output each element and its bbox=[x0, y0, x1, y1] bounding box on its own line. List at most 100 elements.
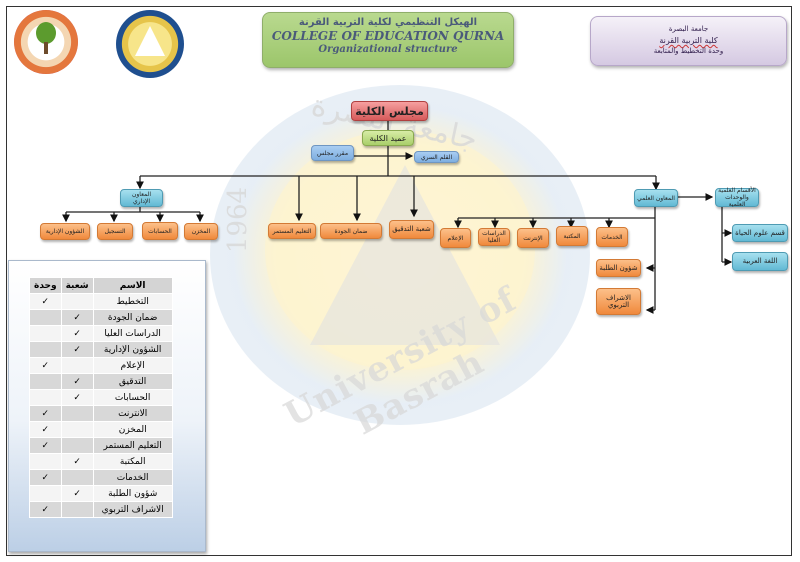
unit-check-cell: ✓ bbox=[29, 357, 62, 374]
unit-name-cell: التخطيط bbox=[92, 293, 173, 310]
watermark-triangle bbox=[310, 165, 500, 345]
node-sci-unit-4: المكتبة bbox=[556, 226, 588, 246]
division-check-cell bbox=[60, 357, 94, 374]
table-row: الدراسات العليا✓ bbox=[29, 325, 173, 342]
table-row: الحسابات✓ bbox=[29, 389, 173, 406]
table-row: التخطيط ✓ bbox=[29, 293, 173, 310]
table-header-row: الاسم شعبة وحدة bbox=[29, 277, 173, 294]
division-check-cell bbox=[60, 421, 94, 438]
node-direct-unit-1: التعليم المستمر bbox=[268, 223, 316, 239]
unit-name-cell: المكتبة bbox=[92, 453, 173, 470]
node-scientific-assistant: المعاون العلمي bbox=[634, 189, 678, 207]
unit-name: وحدة التخطيط والمتابعة bbox=[653, 47, 724, 55]
title-english: COLLEGE OF EDUCATION QURNA bbox=[271, 29, 505, 43]
college-logo bbox=[14, 10, 78, 74]
title-banner: الهيكل التنظيمي لكلية التربية القرنة COL… bbox=[262, 12, 514, 68]
division-check-cell: ✓ bbox=[60, 453, 94, 470]
division-check-cell bbox=[60, 293, 94, 310]
division-check-cell: ✓ bbox=[60, 373, 94, 390]
node-departments-head: الأقسام العلمية والوحدات العلمية bbox=[715, 187, 759, 208]
unit-check-cell: ✓ bbox=[29, 469, 62, 486]
title-subtitle: Organizational structure bbox=[318, 44, 458, 55]
division-check-cell bbox=[60, 469, 94, 486]
unit-check-cell: ✓ bbox=[29, 501, 62, 518]
table-row: ضمان الجودة✓ bbox=[29, 309, 173, 326]
table-row: التدقيق✓ bbox=[29, 373, 173, 390]
unit-check-cell bbox=[29, 485, 62, 502]
unit-name-cell: المخزن bbox=[92, 421, 173, 438]
unit-name-cell: الخدمات bbox=[92, 469, 173, 486]
unit-check-cell: ✓ bbox=[29, 293, 62, 310]
division-check-cell bbox=[60, 437, 94, 454]
table-row: التعليم المستمر ✓ bbox=[29, 437, 173, 454]
university-logo bbox=[116, 10, 184, 78]
college-name: كلية التربية القرنة bbox=[659, 36, 718, 45]
node-dept-biology: قسم علوم الحياة bbox=[732, 224, 788, 242]
division-check-cell: ✓ bbox=[60, 485, 94, 502]
unit-check-cell bbox=[29, 341, 62, 358]
unit-check-cell bbox=[29, 309, 62, 326]
units-table-panel: الاسم شعبة وحدة التخطيط✓ضمان الجودة✓الدر… bbox=[8, 260, 206, 552]
node-audit-division: شعبة التدقيق bbox=[389, 220, 434, 239]
tree-trunk-icon bbox=[44, 42, 48, 54]
unit-check-cell bbox=[29, 325, 62, 342]
node-direct-unit-2: ضمان الجودة bbox=[320, 223, 382, 239]
node-student-affairs: شؤون الطلبة bbox=[596, 259, 641, 277]
node-sci-unit-2: الدراسات العليا bbox=[478, 228, 510, 246]
unit-check-cell: ✓ bbox=[29, 405, 62, 422]
table-row: الانترنت ✓ bbox=[29, 405, 173, 422]
division-check-cell bbox=[60, 405, 94, 422]
unit-name-cell: شؤون الطلبة bbox=[92, 485, 173, 502]
units-table: الاسم شعبة وحدة التخطيط✓ضمان الجودة✓الدر… bbox=[29, 277, 173, 518]
unit-name-cell: التعليم المستمر bbox=[92, 437, 173, 454]
header-name: الاسم bbox=[92, 277, 173, 294]
division-check-cell: ✓ bbox=[60, 325, 94, 342]
university-name: جامعة البصرة bbox=[668, 25, 709, 33]
unit-name-cell: ضمان الجودة bbox=[92, 309, 173, 326]
node-college-council: مجلس الكلية bbox=[351, 101, 428, 121]
header-division: شعبة bbox=[60, 277, 94, 294]
title-arabic: الهيكل التنظيمي لكلية التربية القرنة bbox=[298, 17, 478, 28]
node-dept-arabic: اللغة العربية bbox=[732, 252, 788, 271]
table-row: الشؤون الإدارية✓ bbox=[29, 341, 173, 358]
node-educational-supervision: الاشراف التربوي bbox=[596, 288, 641, 315]
node-admin-unit-4: المخزن bbox=[184, 223, 218, 240]
university-info-box: جامعة البصرة كلية التربية القرنة وحدة ال… bbox=[590, 16, 787, 66]
tree-icon bbox=[36, 22, 56, 44]
unit-name-cell: الحسابات bbox=[92, 389, 173, 406]
unit-name-cell: الشؤون الإدارية bbox=[92, 341, 173, 358]
node-secretary: القلم السري bbox=[414, 151, 459, 163]
units-table-body: التخطيط✓ضمان الجودة✓الدراسات العليا✓الشؤ… bbox=[29, 293, 173, 518]
node-sci-unit-3: الإنترنت bbox=[517, 228, 549, 248]
node-sci-unit-1: الإعلام bbox=[440, 228, 471, 248]
table-row: الخدمات ✓ bbox=[29, 469, 173, 486]
node-admin-unit-2: التسجيل bbox=[97, 223, 133, 240]
unit-check-cell bbox=[29, 453, 62, 470]
unit-check-cell: ✓ bbox=[29, 421, 62, 438]
table-row: الاشراف التربوي ✓ bbox=[29, 501, 173, 518]
node-admin-unit-1: الشؤون الإدارية bbox=[40, 223, 90, 240]
division-check-cell bbox=[60, 501, 94, 518]
unit-name-cell: التدقيق bbox=[92, 373, 173, 390]
division-check-cell: ✓ bbox=[60, 389, 94, 406]
unit-check-cell bbox=[29, 373, 62, 390]
node-dean: عميد الكلية bbox=[362, 130, 414, 146]
unit-name-cell: الإعلام bbox=[92, 357, 173, 374]
division-check-cell: ✓ bbox=[60, 341, 94, 358]
node-council-rapporteur: مقرر مجلس bbox=[311, 145, 354, 161]
table-row: الإعلام ✓ bbox=[29, 357, 173, 374]
node-admin-unit-3: الحسابات bbox=[142, 222, 178, 240]
node-admin-assistant: المعاون الإداري bbox=[120, 189, 163, 207]
unit-check-cell: ✓ bbox=[29, 437, 62, 454]
division-check-cell: ✓ bbox=[60, 309, 94, 326]
unit-check-cell bbox=[29, 389, 62, 406]
table-row: المخزن ✓ bbox=[29, 421, 173, 438]
unit-name-cell: الاشراف التربوي bbox=[92, 501, 173, 518]
node-sci-unit-5: الخدمات bbox=[596, 227, 628, 247]
table-row: شؤون الطلبة✓ bbox=[29, 485, 173, 502]
watermark-year: 1964 bbox=[223, 186, 254, 254]
unit-name-cell: الانترنت bbox=[92, 405, 173, 422]
table-row: المكتبة✓ bbox=[29, 453, 173, 470]
triangle-emblem-icon bbox=[135, 26, 165, 56]
header-unit: وحدة bbox=[29, 277, 62, 294]
